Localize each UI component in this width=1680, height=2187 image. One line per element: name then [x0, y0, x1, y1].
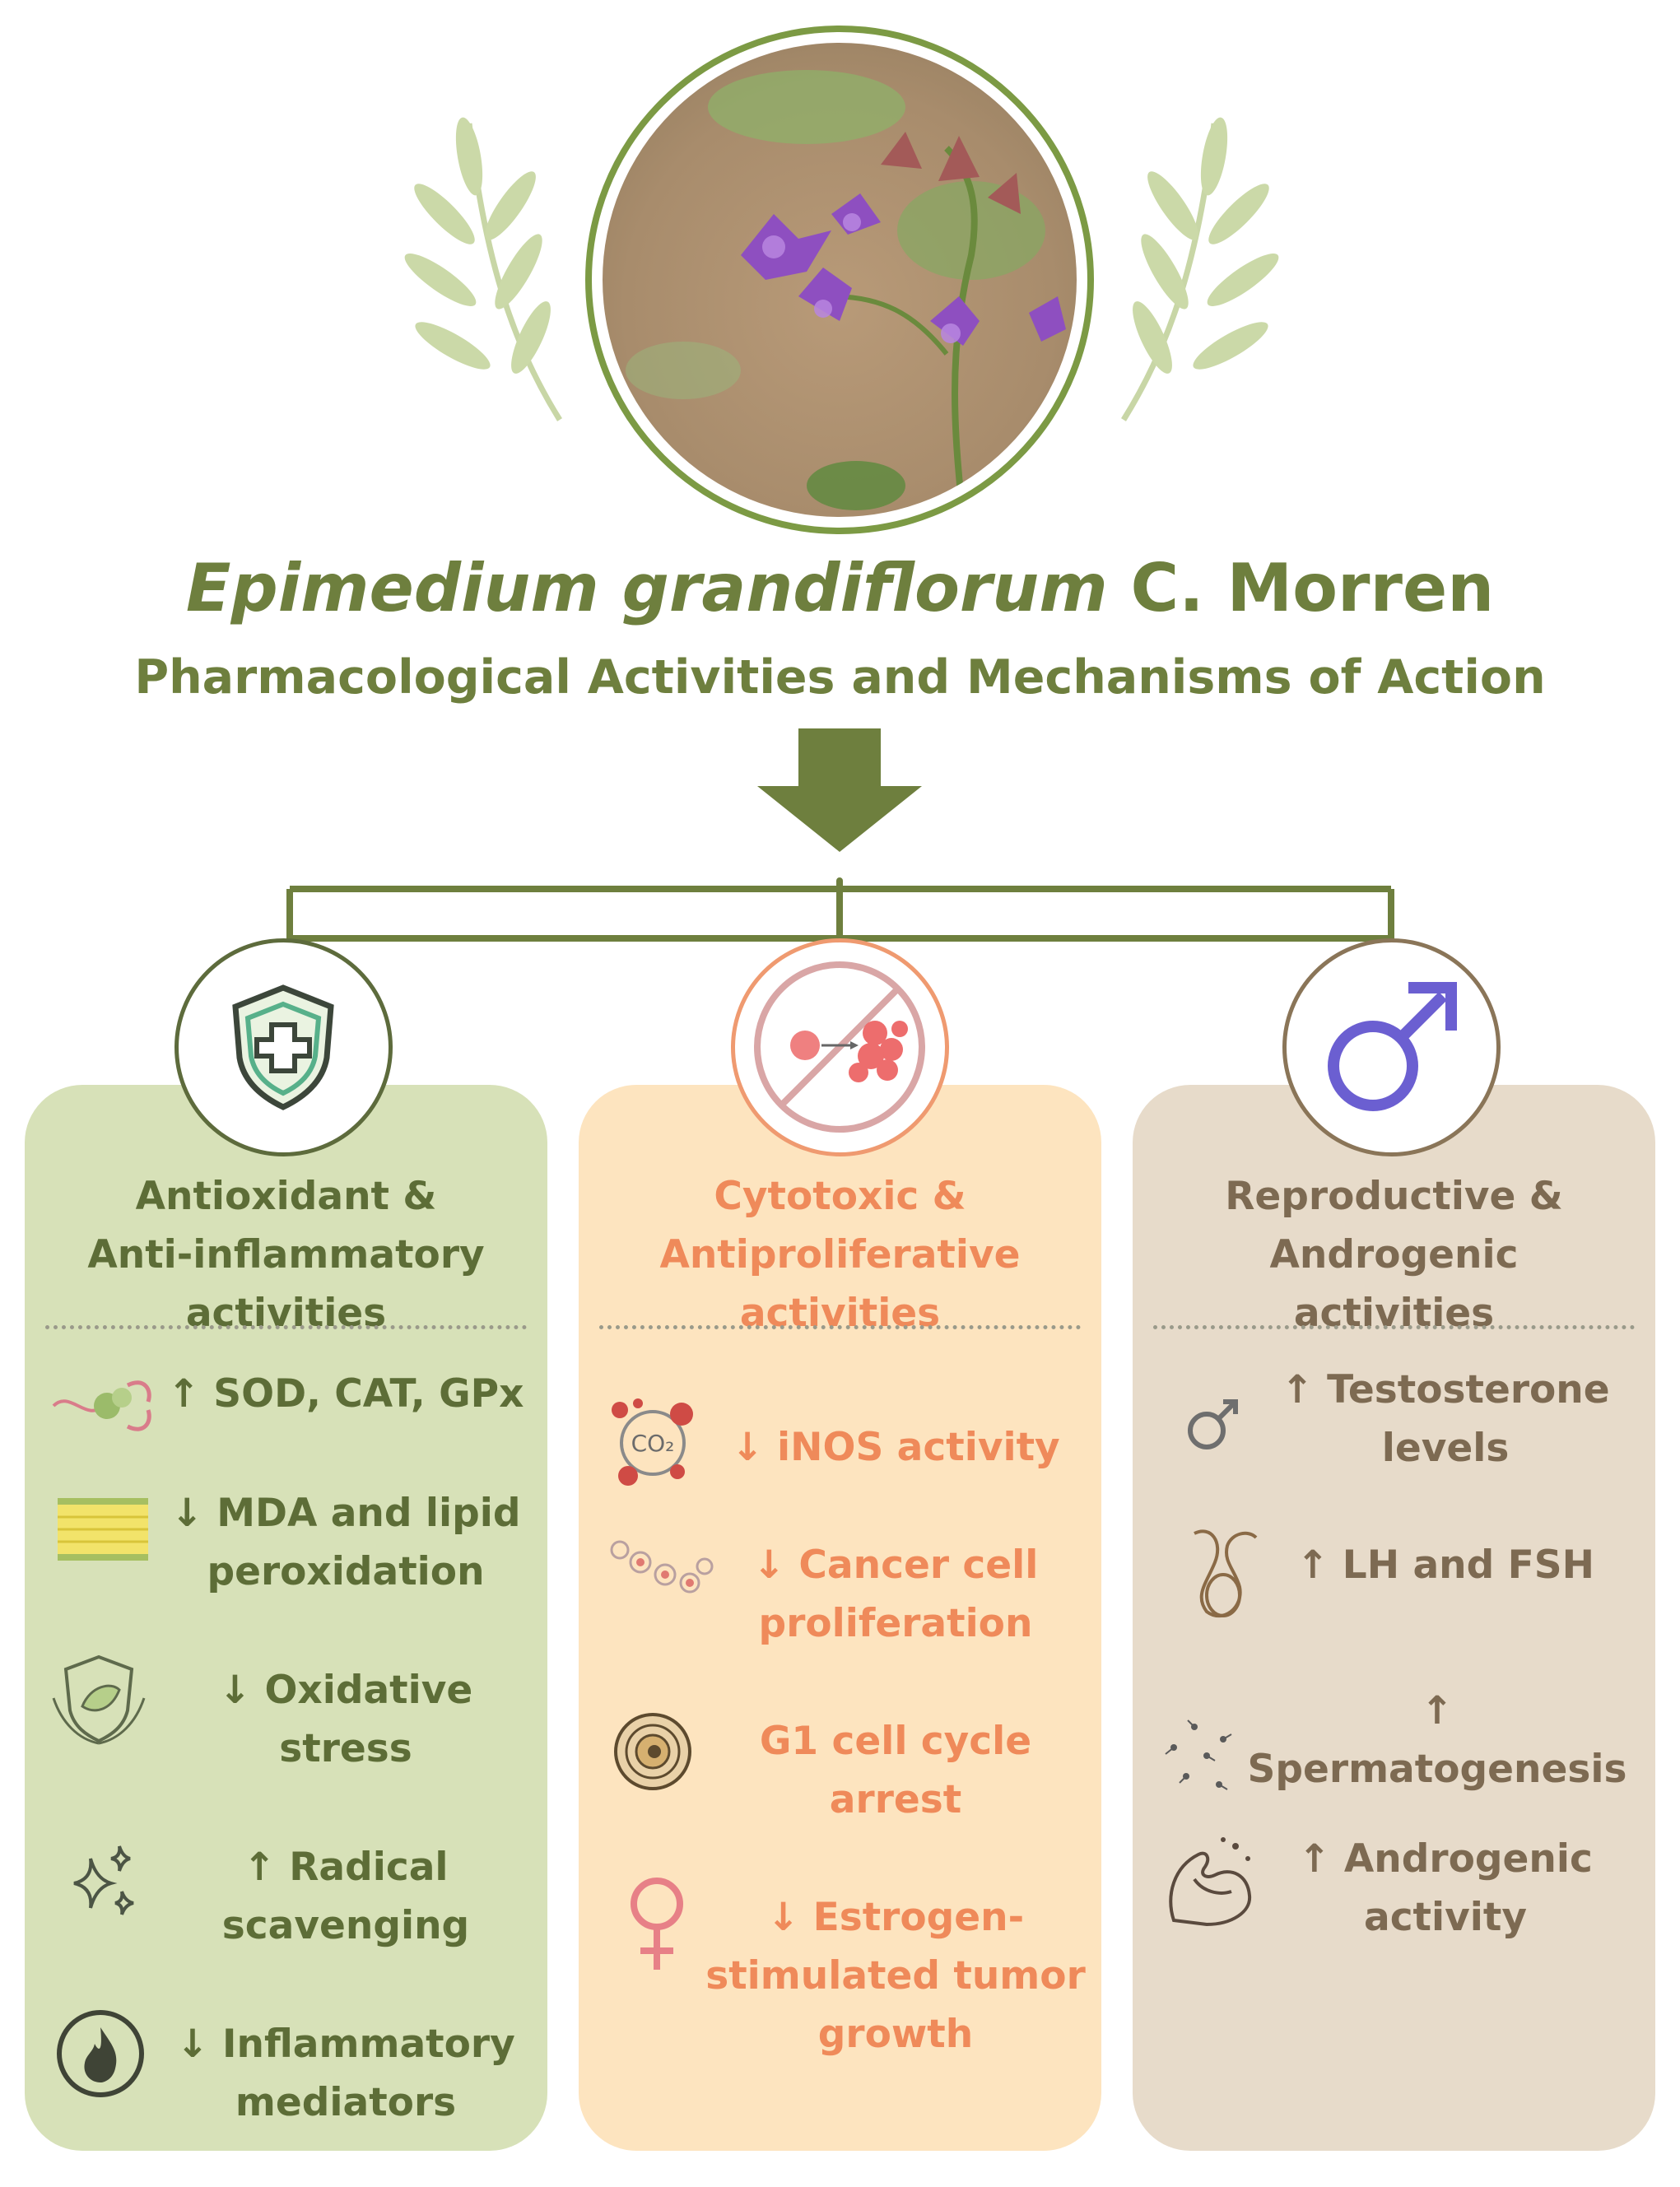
cytotoxic-panel-title: Cytotoxic & Antiproliferative activities	[659, 1174, 1021, 1336]
antioxidant-item-2: ↓ MDA and lipid peroxidation	[170, 1491, 521, 1594]
small-male-symbol-icon	[1188, 1399, 1238, 1449]
no-cancer-cells-icon	[754, 961, 925, 1133]
antioxidant-panel: Antioxidant & Anti-inflammatory activiti…	[25, 1085, 547, 2151]
reproductive-item-3: ↑ Spermatogenesis	[1247, 1688, 1627, 1792]
protection-shield-icon	[52, 1654, 146, 1745]
left-laurel-branch-icon	[404, 117, 562, 421]
antioxidant-category-badge	[175, 938, 393, 1156]
lipid-membrane-icon	[58, 1498, 148, 1561]
cell-cycle-icon	[614, 1713, 691, 1790]
reproductive-category-badge	[1282, 938, 1501, 1156]
antioxidant-item-3: ↓ Oxidative stress	[218, 1668, 473, 1771]
divider	[45, 1325, 527, 1329]
page-title: Epimedium grandiflorum C. Morren	[0, 550, 1680, 626]
svg-text:CO₂: CO₂	[631, 1430, 675, 1457]
down-arrow-icon	[757, 728, 922, 852]
page-subtitle: Pharmacological Activities and Mechanism…	[134, 650, 1546, 705]
sparkle-icon	[73, 1845, 134, 1915]
cytotoxic-item-4: ↓ Estrogen- stimulated tumor growth	[705, 1895, 1086, 2057]
antioxidant-item-5: ↓ Inflammatory mediators	[176, 2022, 515, 2125]
divider	[599, 1325, 1081, 1329]
reproductive-item-4: ↑ Androgenic activity	[1298, 1836, 1593, 1940]
male-symbol-icon	[1328, 982, 1457, 1111]
cytotoxic-item-3: G1 cell cycle arrest	[759, 1719, 1032, 1822]
sperm-icon	[1165, 1719, 1232, 1790]
cytotoxic-item-1: ↓ iNOS activity	[731, 1425, 1060, 1470]
cell-division-icon	[610, 1540, 714, 1594]
cytotoxic-panel: Cytotoxic & Antiproliferative activities…	[579, 1085, 1101, 2151]
right-laurel-branch-icon	[1121, 117, 1279, 421]
reproductive-item-1: ↑ Testosterone levels	[1281, 1367, 1610, 1471]
cytotoxic-category-badge	[731, 938, 949, 1156]
female-symbol-icon	[631, 1878, 683, 1970]
divider	[1153, 1325, 1635, 1329]
shield-cross-icon	[232, 984, 334, 1110]
reproductive-item-2: ↑ LH and FSH	[1296, 1543, 1594, 1588]
title-species: Epimedium grandiflorum	[185, 550, 1108, 626]
co2-bubbles-icon: CO₂	[612, 1398, 693, 1486]
reproductive-panel-title: Reproductive & Androgenic activities	[1225, 1174, 1563, 1336]
antioxidant-panel-title: Antioxidant & Anti-inflammatory activiti…	[87, 1174, 485, 1336]
reproductive-panel: Reproductive & Androgenic activities ↑ T…	[1133, 1085, 1655, 2151]
cytotoxic-item-2: ↓ Cancer cell proliferation	[752, 1543, 1039, 1646]
antioxidant-item-4: ↑ Radical scavenging	[221, 1845, 470, 1948]
title-author: C. Morren	[1130, 550, 1495, 626]
flame-icon	[57, 2010, 144, 2097]
plant-photo	[584, 25, 1095, 535]
testis-icon	[1194, 1529, 1258, 1618]
enzyme-icon	[52, 1380, 151, 1431]
muscle-arm-icon	[1169, 1837, 1252, 1927]
antioxidant-item-1: ↑ SOD, CAT, GPx	[167, 1371, 524, 1417]
